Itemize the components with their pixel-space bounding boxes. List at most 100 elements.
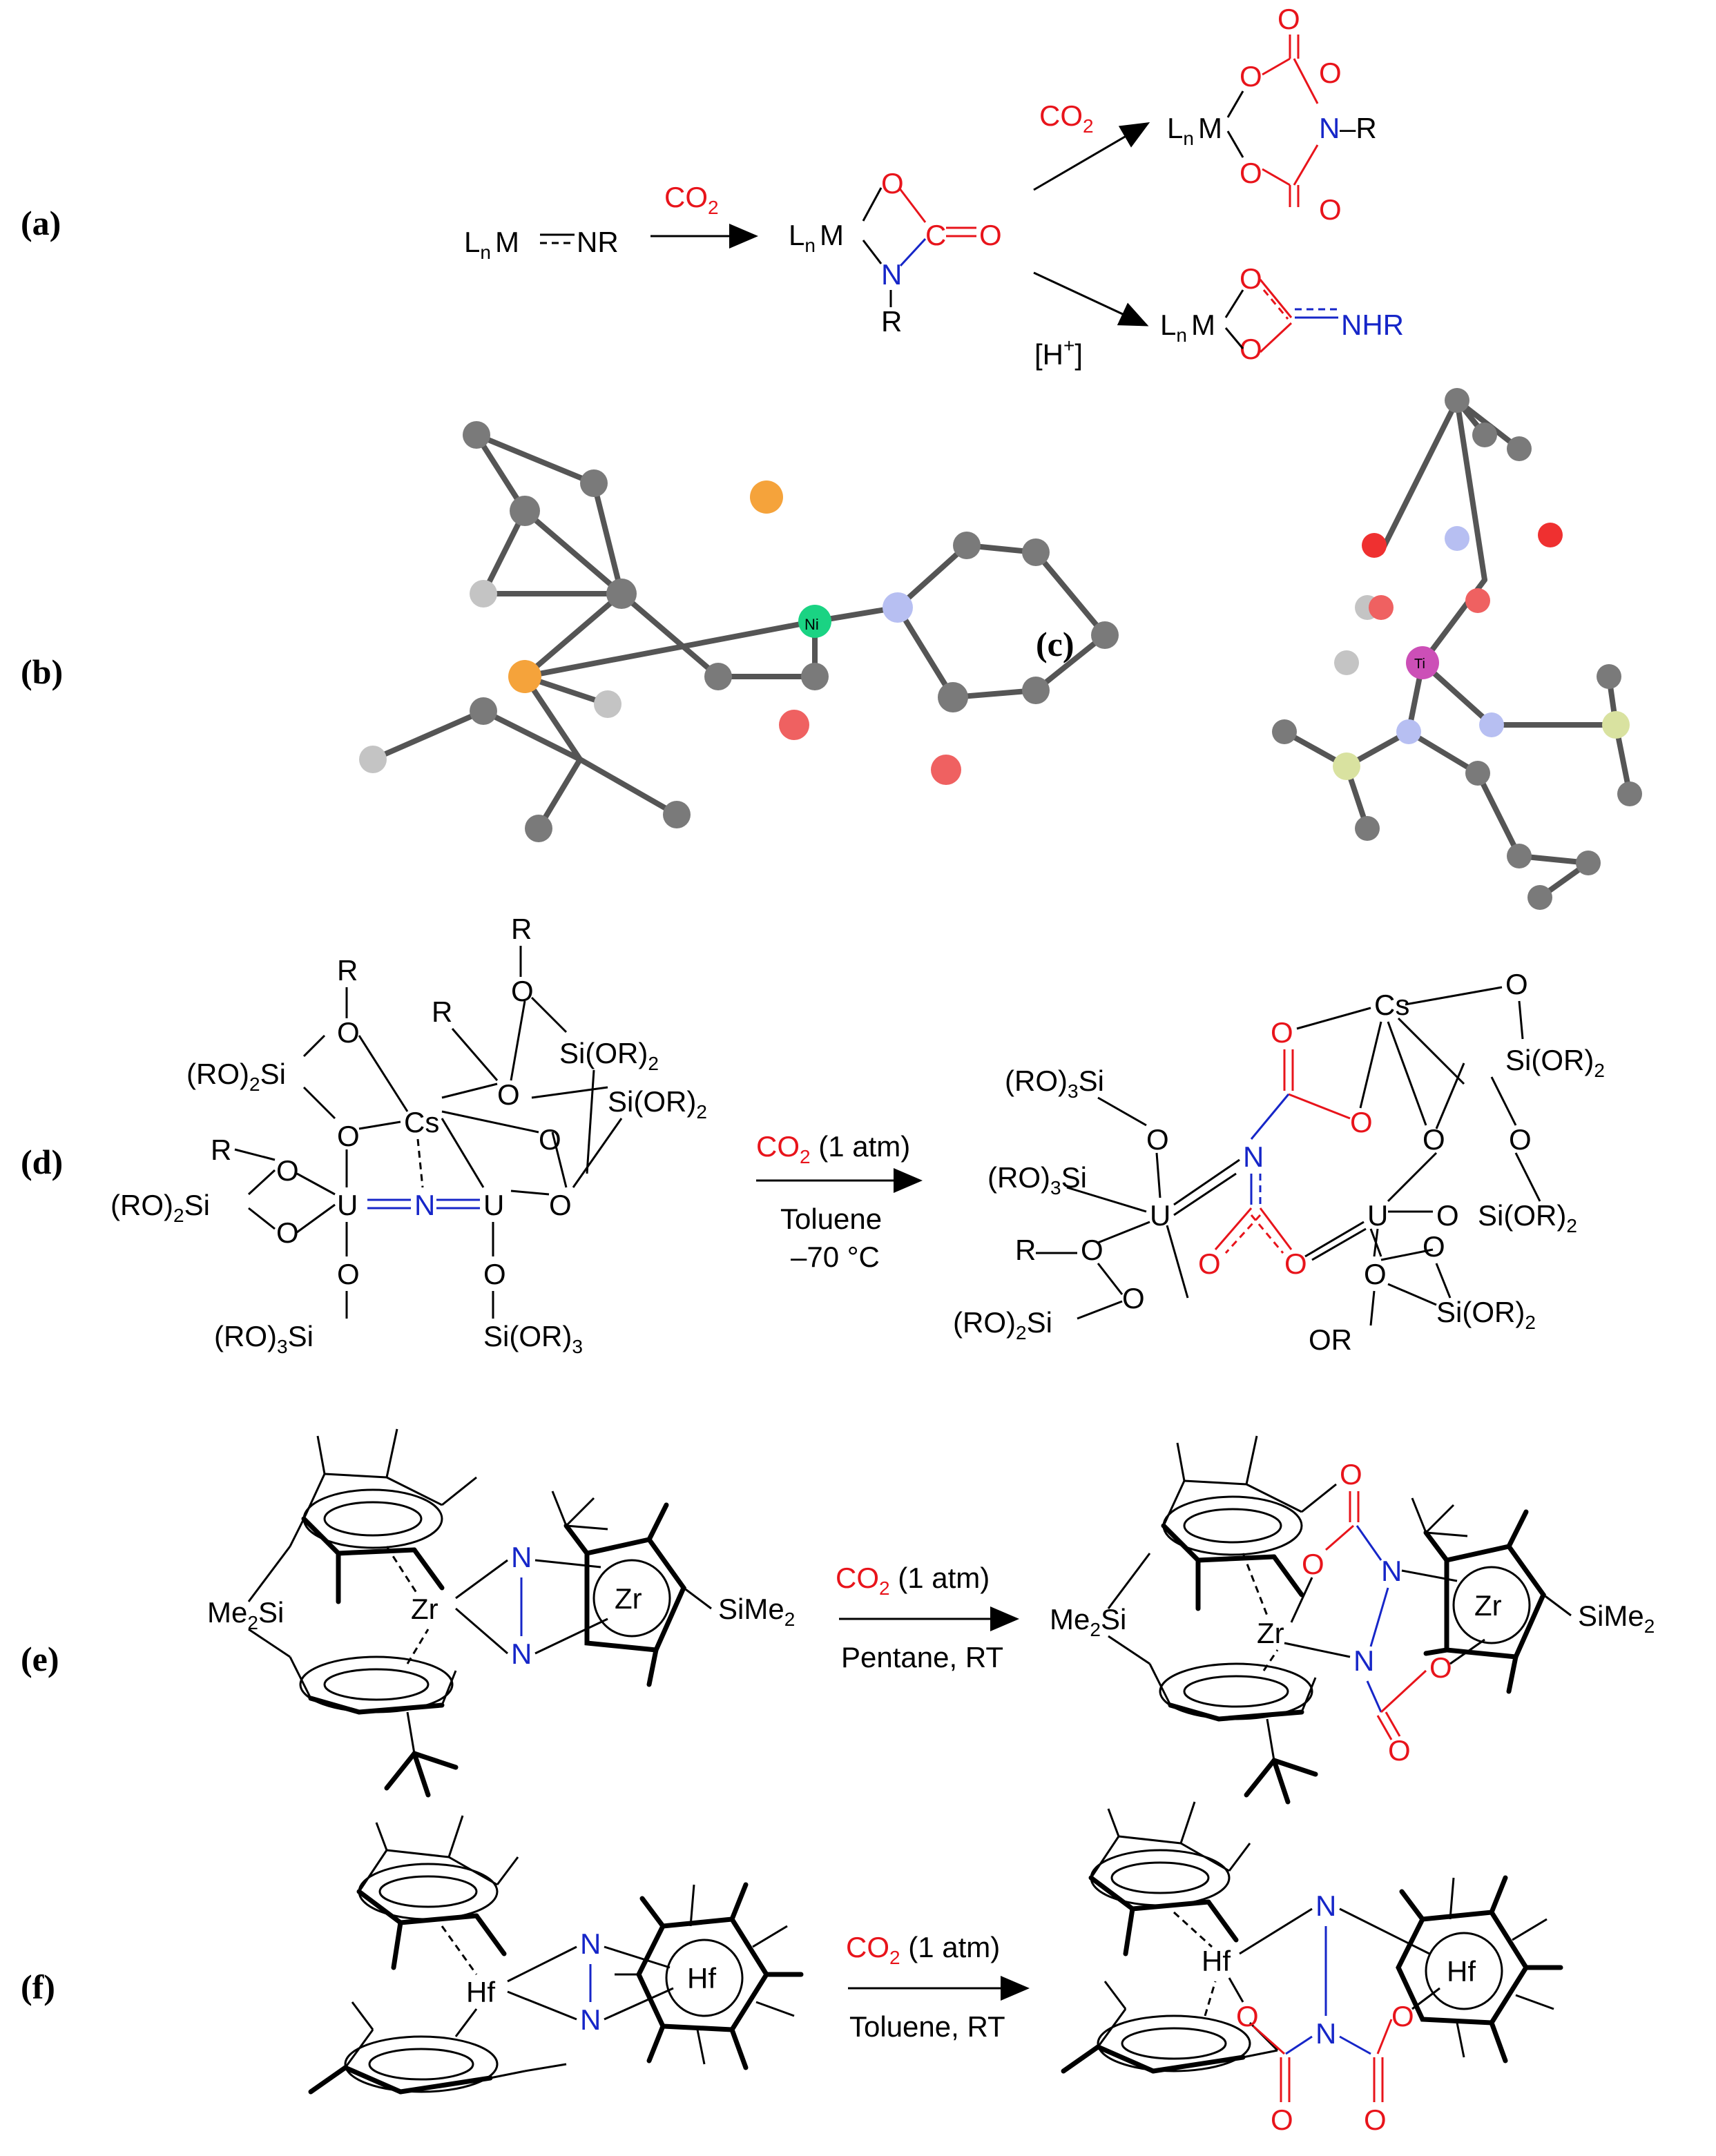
ti-crystal-structure: Ti — [1272, 388, 1642, 910]
d-o6: O — [276, 1154, 299, 1187]
panel-label-b: (b) — [21, 652, 63, 691]
dp-o3: O — [1423, 1123, 1445, 1156]
panel-label-d: (d) — [21, 1143, 63, 1181]
d-r2: R — [432, 996, 452, 1028]
panel-label-e: (e) — [21, 1640, 59, 1678]
titanium-label: Ti — [1414, 657, 1425, 672]
d-r4: R — [211, 1134, 231, 1166]
fp-o2: O — [1271, 2104, 1293, 2136]
ep-o4: O — [1388, 1734, 1411, 1767]
nickel-label: Ni — [804, 616, 819, 633]
arrow-a-lower — [1033, 271, 1149, 327]
dp-u2: U — [1367, 1199, 1388, 1232]
dp-n: N — [1243, 1140, 1264, 1173]
hafnium-hydrazide-reactant: Hf N N Hf — [308, 1815, 804, 2095]
e-zr2: Zr — [615, 1582, 642, 1615]
ni-crystal-structure: Ni — [359, 421, 1119, 842]
ep-o3: O — [1429, 1651, 1452, 1684]
low-o1: O — [1240, 262, 1262, 295]
oxygen-atom-c1 — [1362, 533, 1387, 558]
dp-o6: O — [1081, 1234, 1103, 1266]
d-sior2-2: Si(OR)2 — [608, 1085, 707, 1123]
d-cs: Cs — [404, 1106, 439, 1138]
nitrogen-atom-c3 — [1445, 526, 1469, 551]
solvent-d: Toluene — [780, 1203, 882, 1235]
reactant-nr: NR — [577, 226, 619, 258]
ep-sime2: SiMe2 — [1578, 1600, 1655, 1637]
dp-o-red2: O — [1350, 1106, 1373, 1138]
nickel-atom — [798, 605, 831, 638]
ep-zr1: Zr — [1257, 1617, 1284, 1649]
d-r3: R — [511, 913, 532, 945]
ep-zr2: Zr — [1474, 1589, 1502, 1622]
e-n1: N — [511, 1541, 532, 1573]
up-o-top: O — [1278, 3, 1300, 35]
d-ro3si-1: (RO)3Si — [214, 1320, 314, 1357]
dp-o-red1: O — [1271, 1016, 1293, 1049]
fp-n1: N — [1315, 1890, 1336, 1922]
oxygen-atom-2 — [931, 755, 961, 785]
dp-o5: O — [1436, 1199, 1459, 1232]
oxygen-atom-c3 — [1369, 595, 1394, 620]
e-sime2-1: SiMe2 — [718, 1593, 795, 1630]
panel-b: (b) — [21, 421, 1119, 842]
hafnium-dicarbamate-product: Hf N N O O O O Hf — [1061, 1801, 1563, 2136]
atom-o-ring: O — [881, 167, 904, 200]
low-o2: O — [1240, 333, 1262, 365]
silicon-atom-c1 — [1333, 752, 1360, 780]
reagent-proton: [H+] — [1034, 335, 1083, 371]
fp-o3: O — [1391, 2000, 1414, 2032]
f-hf1: Hf — [466, 1976, 495, 2008]
conditions-e: Pentane, RT — [841, 1641, 1003, 1673]
atom-n-ring: N — [881, 258, 902, 291]
nitrogen-atom-c1 — [1396, 719, 1421, 744]
dp-o-red3: O — [1198, 1247, 1221, 1280]
d-o4: O — [497, 1078, 520, 1111]
up-o3: O — [1319, 57, 1342, 89]
dp-ro2si: (RO)2Si — [953, 1306, 1052, 1343]
up-o4: O — [1319, 193, 1342, 226]
oxygen-atom-c4 — [1465, 588, 1490, 613]
d-o7: O — [276, 1216, 299, 1249]
fp-n2: N — [1315, 2017, 1336, 2050]
d-o8: O — [549, 1189, 572, 1221]
up-o1: O — [1240, 60, 1262, 93]
e-me2si: Me2Si — [207, 1596, 284, 1633]
zirconium-dicarbamate-product: Me2Si Zr O O N N O O Zr — [1050, 1435, 1655, 1805]
fp-o4: O — [1364, 2104, 1387, 2136]
d-o10: O — [483, 1258, 506, 1290]
e-zr1: Zr — [411, 1593, 438, 1625]
conditions-f: Toluene, RT — [849, 2010, 1005, 2043]
reagent-d: CO2 (1 atm) — [756, 1130, 910, 1167]
d-sior2-1: Si(OR)2 — [559, 1037, 659, 1074]
up-n: N — [1319, 112, 1340, 144]
d-o3: O — [511, 975, 534, 1007]
ep-o2: O — [1340, 1458, 1362, 1490]
panel-e: (e) Me2Si Zr N N — [21, 1428, 1655, 1805]
panel-label-c: (c) — [1036, 625, 1074, 663]
nitrogen-atom-c2 — [1479, 712, 1504, 737]
dp-o2: O — [1146, 1123, 1169, 1156]
phosphorus-atom-2 — [750, 480, 783, 514]
nitrogen-atom — [883, 592, 913, 623]
silicon-atom-c2 — [1602, 711, 1630, 739]
panel-c: (c) — [1036, 388, 1642, 910]
uranium-carbamate-product: Cs O Si(OR)2 O (RO)3Si O O O O N (RO)3Si… — [953, 968, 1605, 1356]
dp-sior2-3: Si(OR)2 — [1436, 1296, 1536, 1333]
dp-ro3si-2: (RO)3Si — [987, 1161, 1087, 1198]
dp-or: OR — [1309, 1323, 1352, 1356]
up-o2: O — [1240, 157, 1262, 189]
up-nr: –R — [1340, 112, 1377, 144]
f-hf2: Hf — [687, 1962, 716, 1994]
fp-hf1: Hf — [1202, 1945, 1231, 1977]
oxygen-atom-c2 — [1538, 523, 1563, 547]
reagent-co2-upper: CO2 — [1039, 99, 1094, 137]
panel-label-f: (f) — [21, 1968, 55, 2006]
d-o9: O — [337, 1258, 360, 1290]
d-ro2si-2: (RO)2Si — [110, 1189, 210, 1226]
